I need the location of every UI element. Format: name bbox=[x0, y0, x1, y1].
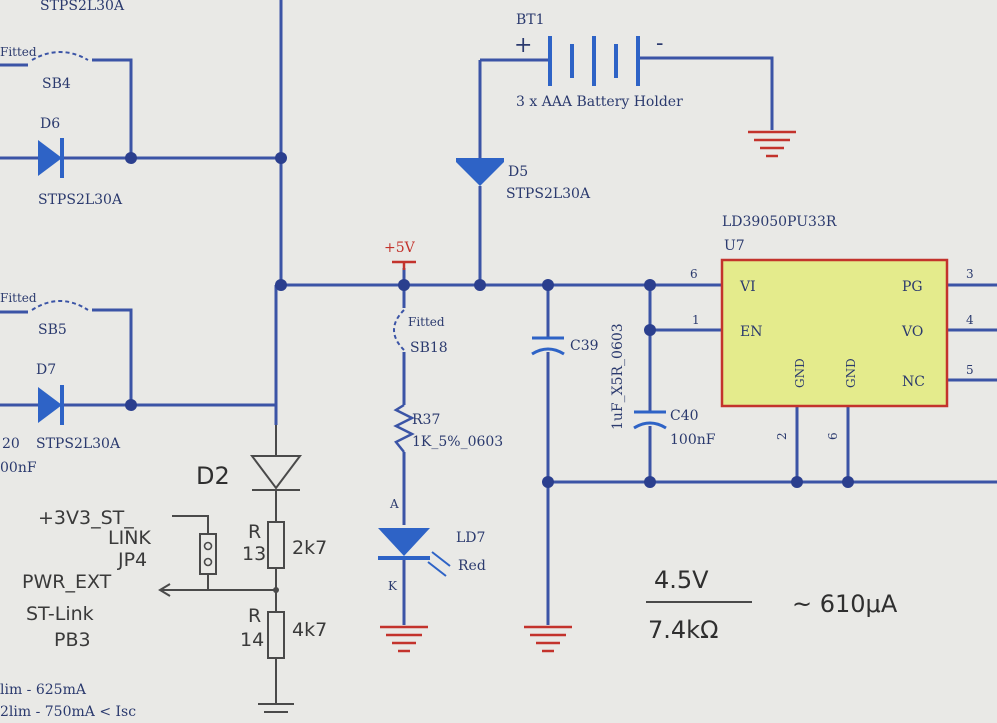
hand-r14-value: 4k7 bbox=[292, 619, 327, 641]
hand-pwr-ext-label: PWR_EXT bbox=[22, 571, 112, 593]
hand-r13-letter: R bbox=[248, 521, 261, 543]
solder-bridge-sb4: Fitted SB4 bbox=[0, 45, 89, 92]
diode-d7: D7 STPS2L30A 20 00nF bbox=[0, 362, 121, 476]
sb4-name-label: SB4 bbox=[42, 76, 71, 92]
resistor-r37: R37 1K_5%_0603 bbox=[393, 403, 503, 453]
u7-gnd-label-2: GND bbox=[844, 358, 858, 388]
hand-stlink-line2: PB3 bbox=[54, 629, 91, 651]
ld7-name-label: LD7 bbox=[456, 530, 485, 546]
power-flag-5v: +5V bbox=[384, 240, 416, 270]
regulator-u7: LD39050PU33R U7 6 VI 1 EN 3 PG 4 VO 5 NC… bbox=[690, 214, 974, 440]
hand-calc-denominator: 7.4kΩ bbox=[648, 616, 718, 644]
c39-name-label: C39 bbox=[570, 338, 599, 354]
hand-r13-value: 2k7 bbox=[292, 537, 327, 559]
d5-name-label: D5 bbox=[508, 164, 528, 180]
u7-pin-en-label: EN bbox=[740, 324, 762, 340]
ld7-cathode-label: K bbox=[388, 579, 398, 593]
sb4-fitted-label: Fitted bbox=[0, 45, 37, 59]
u7-pin-pg-label: PG bbox=[902, 279, 923, 295]
solder-bridge-sb18: Fitted SB18 bbox=[393, 309, 448, 356]
left-cut-label-b: 00nF bbox=[0, 460, 37, 476]
ground-symbol-battery bbox=[748, 130, 796, 158]
u7-pin1-num: 1 bbox=[692, 313, 700, 327]
ld7-color-label: Red bbox=[458, 558, 486, 574]
bt1-plus-sign: + bbox=[514, 33, 532, 58]
u7-pin3-num: 3 bbox=[966, 267, 974, 281]
top-left-part-label: STPS2L30A bbox=[40, 0, 125, 14]
led-ld7: A K LD7 Red bbox=[378, 497, 486, 593]
u7-part-label: LD39050PU33R bbox=[722, 214, 837, 230]
solder-bridge-sb5: Fitted SB5 bbox=[0, 291, 89, 338]
hand-r14-number: 14 bbox=[240, 629, 264, 651]
hand-calc-result: ~ 610μA bbox=[792, 590, 898, 618]
r37-name-label: R37 bbox=[412, 412, 440, 428]
left-cut-label-a: 20 bbox=[2, 436, 20, 452]
sb5-name-label: SB5 bbox=[38, 322, 67, 338]
bottom-note-line2: 2lim - 750mA < Isc bbox=[0, 704, 136, 720]
c39-value-label: 1uF_X5R_0603 bbox=[610, 323, 626, 430]
hand-jp4-line1: +3V3_ST_ bbox=[38, 507, 134, 529]
u7-pin5-num: 5 bbox=[966, 363, 974, 377]
diode-d5: D5 STPS2L30A bbox=[456, 158, 591, 202]
handwritten-additions: D2 R 13 2k7 R 14 4k7 +3V3_ST_ LINK JP4 P… bbox=[22, 425, 898, 713]
bottom-note-line1: lim - 625mA bbox=[0, 682, 87, 698]
d7-part-label: STPS2L30A bbox=[36, 436, 121, 452]
hand-r13-number: 13 bbox=[242, 543, 266, 565]
u7-gnd-pin-num-1: 2 bbox=[775, 432, 789, 440]
c40-value-label: 100nF bbox=[670, 432, 716, 448]
wires bbox=[0, 0, 997, 625]
hand-jp4-line2: LINK bbox=[108, 527, 151, 549]
r37-value-label: 1K_5%_0603 bbox=[412, 434, 503, 450]
c40-name-label: C40 bbox=[670, 408, 699, 424]
rail-5v-label: +5V bbox=[384, 240, 416, 256]
u7-pin-vi-label: VI bbox=[739, 279, 756, 295]
d6-part-label: STPS2L30A bbox=[38, 192, 123, 208]
junctions bbox=[125, 152, 854, 488]
u7-ref-label: U7 bbox=[724, 238, 745, 254]
sb5-fitted-label: Fitted bbox=[0, 291, 37, 305]
capacitor-c40: C40 100nF bbox=[633, 408, 716, 448]
battery-bt1: BT1 + - 3 x AAA Battery Holder bbox=[514, 12, 683, 110]
bt1-name-label: BT1 bbox=[516, 12, 545, 28]
ground-symbol-c39 bbox=[524, 625, 572, 653]
d5-part-label: STPS2L30A bbox=[506, 186, 591, 202]
d7-name-label: D7 bbox=[36, 362, 56, 378]
hand-d2-label: D2 bbox=[196, 462, 230, 490]
hand-calc-numerator: 4.5V bbox=[654, 566, 709, 594]
u7-pin-vo-label: VO bbox=[901, 324, 923, 340]
diode-d6: D6 STPS2L30A bbox=[38, 116, 123, 208]
capacitor-c39: C39 1uF_X5R_0603 bbox=[531, 323, 626, 430]
ground-symbol-led bbox=[380, 625, 428, 653]
bt1-desc-label: 3 x AAA Battery Holder bbox=[516, 94, 683, 110]
sb18-fitted-label: Fitted bbox=[408, 315, 445, 329]
ld7-anode-label: A bbox=[389, 497, 399, 511]
d6-name-label: D6 bbox=[40, 116, 60, 132]
u7-gnd-pin-num-2: 6 bbox=[826, 432, 840, 440]
hand-stlink-line1: ST-Link bbox=[26, 603, 94, 625]
hand-r14-letter: R bbox=[248, 605, 261, 627]
sb18-name-label: SB18 bbox=[410, 340, 448, 356]
u7-gnd-label-1: GND bbox=[793, 358, 807, 388]
hand-jp4-line3: JP4 bbox=[117, 549, 147, 571]
u7-pin4-num: 4 bbox=[966, 313, 974, 327]
bt1-minus-sign: - bbox=[656, 31, 663, 56]
u7-pin6-num: 6 bbox=[690, 267, 698, 281]
u7-pin-nc-label: NC bbox=[902, 374, 925, 390]
